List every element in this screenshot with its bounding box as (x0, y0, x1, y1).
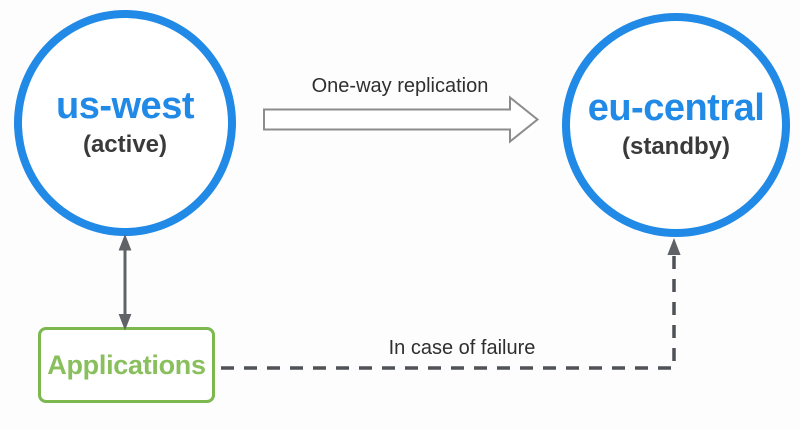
node-eu-central: eu-central (standby) (562, 13, 790, 237)
app-uswest-arrowhead-up (118, 234, 132, 251)
node-eu-central-label: eu-central (587, 87, 765, 130)
node-applications: Applications (38, 327, 215, 403)
failover-edge-label: In case of failure (388, 337, 536, 359)
node-us-west: us-west (active) (14, 10, 236, 236)
failover-arrowhead-up (667, 238, 681, 255)
node-us-west-state: (active) (82, 130, 168, 158)
node-applications-label: Applications (47, 349, 206, 380)
node-eu-central-state: (standby) (622, 132, 730, 160)
app-uswest-arrowhead-down (118, 314, 132, 331)
replication-block-arrow (263, 95, 540, 144)
failover-dashed-path (221, 253, 676, 370)
replication-edge-label: One-way replication (311, 75, 489, 97)
node-us-west-label: us-west (56, 85, 194, 128)
